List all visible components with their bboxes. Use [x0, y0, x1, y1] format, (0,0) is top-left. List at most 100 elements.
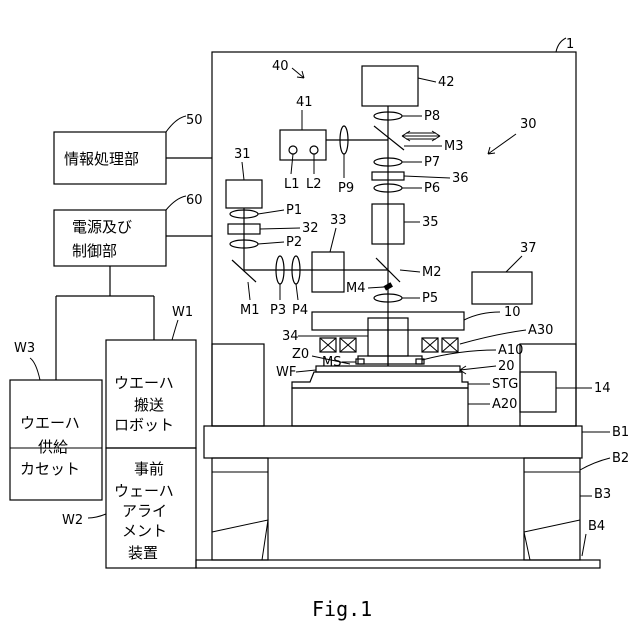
component-37: [472, 272, 532, 304]
leader-B4: [582, 534, 586, 556]
base-B1: [204, 426, 582, 458]
label-L2: L2: [306, 177, 322, 192]
side-column-left: [212, 344, 264, 426]
double-arrow-M3: [402, 131, 440, 141]
leader-50: [166, 116, 186, 132]
leader-37: [506, 256, 522, 272]
label-60: 60: [186, 193, 203, 208]
align-label-4: メント: [122, 522, 167, 540]
robot-label-2: 搬送: [134, 396, 164, 414]
figure-caption: Fig.1: [312, 597, 372, 621]
label-P7: P7: [424, 155, 440, 170]
label-M2: M2: [422, 265, 442, 280]
label-W1: W1: [172, 305, 193, 320]
robot-label-1: ウエーハ: [114, 374, 174, 392]
arrow-30: [488, 134, 516, 154]
leader-10: [464, 312, 500, 320]
label-41: 41: [296, 95, 313, 110]
label-B4: B4: [588, 519, 605, 534]
label-36: 36: [452, 171, 469, 186]
leader-P4: [296, 284, 298, 300]
label-20: 20: [498, 359, 515, 374]
side-column-right: [520, 344, 576, 426]
leader-M4: [368, 287, 384, 288]
label-40: 40: [272, 59, 289, 74]
label-42: 42: [438, 75, 455, 90]
wafer-WF: [316, 366, 460, 372]
leader-P1: [258, 210, 284, 214]
label-32: 32: [302, 221, 319, 236]
mirror-M3: [374, 126, 404, 150]
robot-label-3: ロボット: [114, 416, 174, 434]
label-30: 30: [520, 117, 537, 132]
leg-left: [212, 458, 268, 560]
cassette-label-1: ウエーハ: [20, 414, 80, 432]
label-A30: A30: [528, 323, 553, 338]
label-P3: P3: [270, 303, 286, 318]
leader-M1: [248, 282, 250, 300]
sensor-MS: [356, 359, 364, 364]
component-41: [280, 130, 326, 160]
label-W3: W3: [14, 341, 35, 356]
label-M1: M1: [240, 303, 260, 318]
leader-L1: [291, 154, 293, 174]
label-B2: B2: [612, 451, 629, 466]
power-control-label-1: 電源及び: [72, 218, 132, 236]
component-31: [226, 180, 262, 208]
label-A20: A20: [492, 397, 517, 412]
light-L2: [310, 146, 318, 154]
label-14: 14: [594, 381, 611, 396]
stage-base-A20: [292, 388, 468, 426]
align-label-3: アライ: [122, 502, 167, 520]
leader-32: [260, 228, 300, 229]
leader-60: [166, 196, 186, 210]
label-P9: P9: [338, 181, 354, 196]
label-B1: B1: [612, 425, 629, 440]
leader-1: [556, 38, 566, 52]
label-M3: M3: [444, 139, 464, 154]
label-Z0: Z0: [292, 347, 309, 362]
leader-W3: [30, 358, 40, 380]
leader-P2: [258, 242, 284, 244]
leader-A30: [460, 330, 526, 344]
component-14: [520, 372, 556, 412]
label-1: 1: [566, 37, 574, 52]
align-label-1: 事前: [134, 460, 164, 478]
label-31: 31: [234, 147, 251, 162]
actuator-A10: [358, 356, 422, 364]
label-M4: M4: [346, 281, 366, 296]
label-P1: P1: [286, 203, 302, 218]
align-label-2: ウェーハ: [114, 482, 174, 500]
leader-W1: [172, 320, 178, 340]
cassette-label-2: 供給: [38, 438, 68, 456]
leader-33: [330, 228, 336, 252]
leader-M2: [400, 270, 420, 272]
align-label-5: 装置: [128, 544, 158, 562]
arrow-20: [460, 366, 496, 374]
leg-right: [524, 458, 580, 560]
component-42: [362, 66, 418, 106]
cassette-label-3: カセット: [20, 460, 80, 478]
leader-36: [404, 176, 450, 178]
floor-B4: [196, 560, 600, 568]
label-10: 10: [504, 305, 521, 320]
label-STG: STG: [492, 377, 518, 392]
leader-42: [418, 78, 436, 82]
leader-31: [242, 162, 244, 180]
label-B3: B3: [594, 487, 611, 502]
label-P4: P4: [292, 303, 308, 318]
stage-STG: [292, 372, 468, 388]
label-P5: P5: [422, 291, 438, 306]
light-L1: [289, 146, 297, 154]
leader-B2: [580, 458, 610, 470]
leader-W2: [88, 514, 106, 518]
label-W2: W2: [62, 513, 83, 528]
label-50: 50: [186, 113, 203, 128]
link-power-down: [56, 266, 154, 380]
label-35: 35: [422, 215, 439, 230]
arrow-40: [292, 68, 304, 78]
label-37: 37: [520, 241, 537, 256]
info-processing-unit-label: 情報処理部: [64, 150, 139, 168]
label-34: 34: [282, 329, 299, 344]
